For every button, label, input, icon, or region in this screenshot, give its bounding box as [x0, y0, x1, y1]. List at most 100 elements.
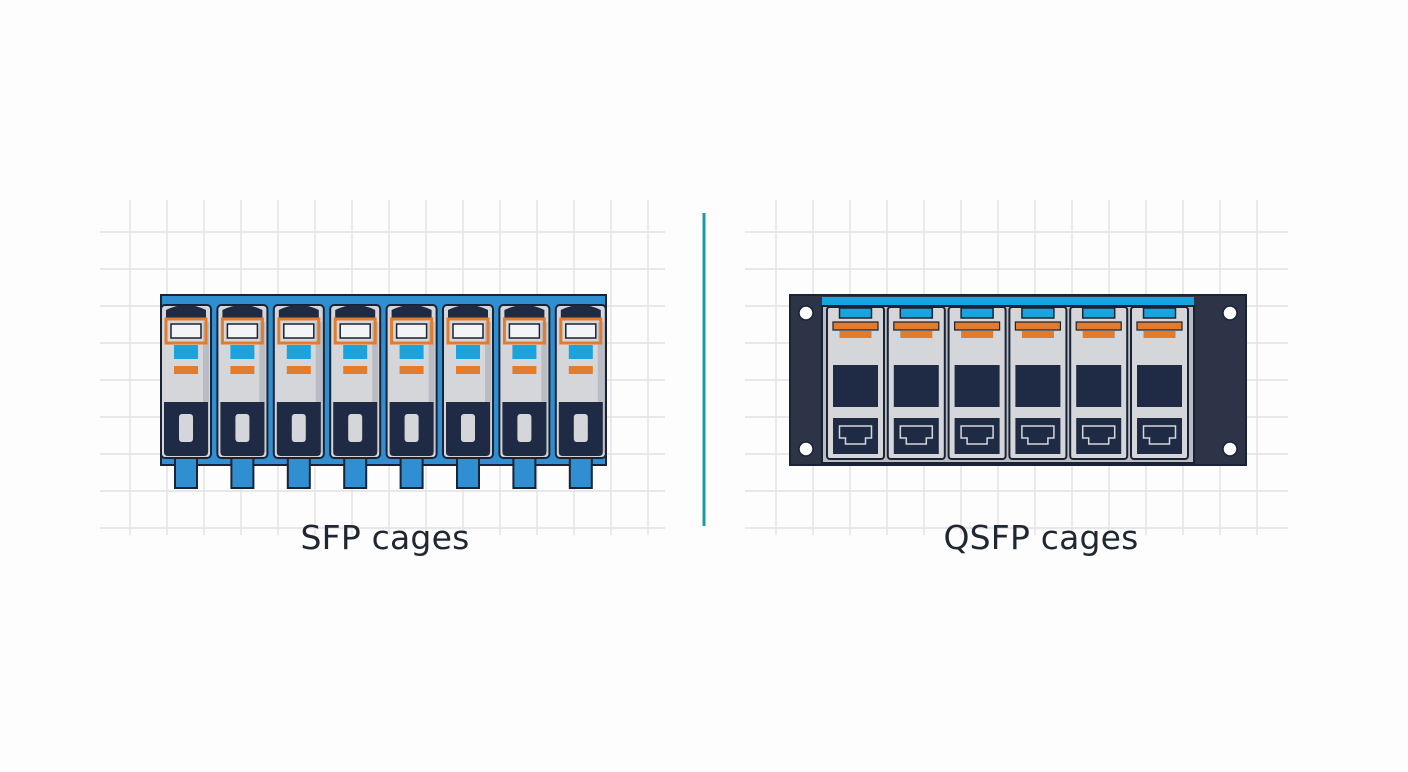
sfp-cage-tab — [456, 457, 480, 489]
qsfp-cage-handle — [1014, 321, 1061, 331]
qsfp-cage-handle — [954, 321, 1001, 331]
sfp-cage-led — [456, 366, 480, 374]
sfp-cage-handle-window — [226, 323, 259, 339]
sfp-cage-handle — [559, 317, 603, 345]
sfp-cage-assembly — [160, 294, 607, 489]
sfp-cage — [498, 304, 551, 489]
qsfp-cage — [886, 306, 946, 460]
qsfp-cage-port-lower — [893, 418, 939, 454]
qsfp-cage-led — [1082, 331, 1115, 338]
sfp-cage-port-tongue — [291, 414, 306, 442]
sfp-cage-tab — [286, 457, 311, 489]
qsfp-cage-key — [838, 425, 873, 445]
qsfp-cage-handle — [1075, 321, 1122, 331]
qsfp-cage-port-lower — [1076, 418, 1122, 454]
qsfp-rail — [822, 297, 1194, 306]
qsfp-cage-latch — [899, 307, 934, 319]
sfp-cage-handle — [164, 317, 208, 345]
sfp-cage-led — [230, 366, 255, 374]
sfp-cage-shade — [597, 322, 604, 452]
sfp-cage-led — [286, 366, 311, 374]
qsfp-cage-key — [1142, 425, 1177, 445]
sfp-cage-handle — [446, 317, 490, 345]
sfp-cage — [442, 304, 494, 489]
qsfp-cage-led — [961, 331, 994, 338]
sfp-cage-handle-window — [508, 323, 541, 339]
sfp-cage-port-tongue — [179, 414, 193, 442]
sfp-cage-latch — [391, 305, 432, 318]
sfp-cage-latch — [448, 305, 488, 318]
qsfp-cage-handle — [832, 321, 879, 331]
sfp-cage-led — [174, 366, 198, 374]
sfp-cage — [385, 304, 438, 489]
qsfp-cage-led — [1143, 331, 1176, 338]
qsfp-cage-latch — [960, 307, 994, 319]
sfp-cage-handle-window — [170, 323, 202, 339]
qsfp-cage-port-upper — [1076, 365, 1122, 407]
mounting-hole — [798, 441, 814, 457]
sfp-cage-tab — [230, 457, 255, 489]
sfp-cage-latch — [222, 305, 263, 318]
sfp-cage-tab — [399, 457, 424, 489]
qsfp-cage-latch — [838, 307, 873, 319]
qsfp-cage-port-lower — [1015, 418, 1061, 454]
sfp-cage-indicator — [286, 345, 311, 359]
qsfp-cage-latch — [1021, 307, 1055, 319]
sfp-cage-latch — [335, 305, 376, 318]
qsfp-cage — [826, 306, 885, 460]
qsfp-cage-key — [960, 425, 994, 445]
qsfp-cage-port-upper — [954, 365, 1000, 407]
sfp-cage-indicator — [174, 345, 198, 359]
sfp-cage-handle-window — [339, 323, 371, 339]
qsfp-cage — [1130, 306, 1189, 460]
sfp-cage-led — [512, 366, 537, 374]
qsfp-cage-port-lower — [954, 418, 1000, 454]
qsfp-cage-led — [900, 331, 933, 338]
sfp-cage-indicator — [568, 345, 593, 359]
qsfp-cage-handle — [893, 321, 940, 331]
qsfp-cage-led — [839, 331, 872, 338]
sfp-cage-port-tongue — [517, 414, 532, 442]
mounting-hole — [1222, 441, 1238, 457]
sfp-cage-indicator — [456, 345, 480, 359]
sfp-cage-port-tongue — [573, 414, 588, 442]
sfp-cage-handle — [277, 317, 321, 345]
sfp-cage-indicator — [512, 345, 537, 359]
qsfp-cage-key — [1021, 425, 1055, 445]
sfp-cage — [329, 304, 382, 489]
qsfp-cage-latch — [1081, 307, 1116, 319]
sfp-cage — [272, 304, 325, 489]
sfp-cage-shade — [541, 322, 548, 452]
sfp-cage-shade — [372, 322, 379, 452]
qsfp-cage-latch — [1142, 307, 1177, 319]
sfp-cage-handle — [390, 317, 434, 345]
sfp-cage — [160, 304, 212, 489]
sfp-cage-indicator — [399, 345, 424, 359]
qsfp-cage-panel — [789, 294, 1247, 466]
sfp-cage-led — [343, 366, 368, 374]
sfp-cage-tab — [174, 457, 198, 489]
sfp-cage-handle — [220, 317, 264, 345]
sfp-cage-port-tongue — [404, 414, 419, 442]
qsfp-caption: QSFP cages — [943, 518, 1139, 557]
sfp-cage-led — [568, 366, 593, 374]
qsfp-cage — [1008, 306, 1068, 460]
sfp-cage-port-tongue — [461, 414, 475, 442]
qsfp-cage-port-upper — [833, 365, 878, 407]
qsfp-cage-port-lower — [1137, 418, 1182, 454]
sfp-cage-handle-window — [565, 323, 597, 339]
sfp-cage-handle-window — [395, 323, 428, 339]
qsfp-cage-key — [899, 425, 934, 445]
sfp-cage-indicator — [343, 345, 368, 359]
sfp-cage-port-tongue — [348, 414, 363, 442]
sfp-cage-latch — [166, 305, 206, 318]
qsfp-cage — [947, 306, 1007, 460]
sfp-cage-tab — [512, 457, 537, 489]
sfp-cage-shade — [203, 322, 209, 452]
sfp-cage-latch — [504, 305, 545, 318]
qsfp-cage — [1069, 306, 1129, 460]
sfp-cage-shade — [485, 322, 491, 452]
mounting-hole — [798, 305, 814, 321]
